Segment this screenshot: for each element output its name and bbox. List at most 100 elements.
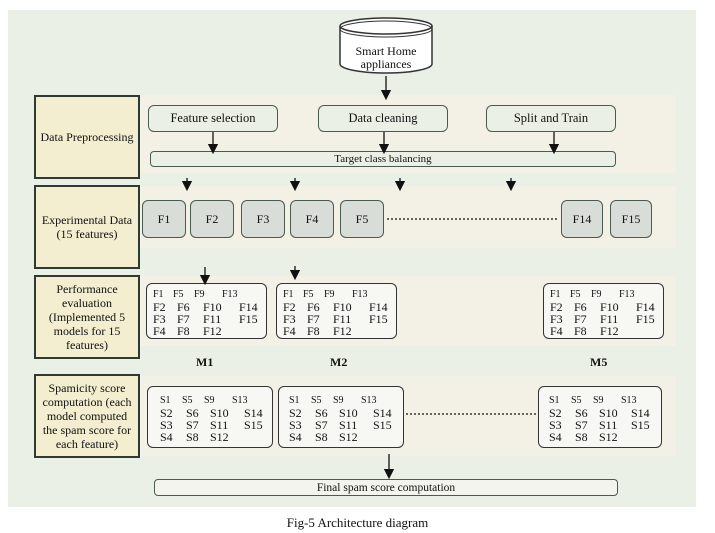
fgrid-m2-r2c4: F14 [369,300,388,314]
row-label-experimental-text: Experimental Data (15 features) [41,213,133,241]
sgrid-m2-r2c1: S2 [289,406,302,420]
sgrid-m2-r3c1: S3 [289,418,302,432]
source-label-text: Smart Home appliances [355,44,417,71]
fgrid-m2-r1c4: F13 [352,289,368,300]
fgrid-m1-r1c3: F9 [194,289,205,300]
row-label-spamicity: Spamicity score computation (each model … [34,374,140,458]
final-spam-score-text: Final spam score computation [316,481,456,494]
sgrid-m5-r1c4: S13 [621,395,637,406]
sgrid-m5-r3c2: S7 [575,418,588,432]
fgrid-m5-r2c4: F14 [636,300,655,314]
final-spam-score-box: Final spam score computation [154,479,618,496]
fgrid-m1-r3c1: F3 [153,312,166,326]
fgrid-m2-r1c2: F5 [303,289,314,300]
sgrid-m1-r1c1: S1 [160,395,171,406]
sgrid-m5-r1c3: S9 [593,395,604,406]
feature-box-f4: F4 [290,200,334,238]
fgrid-m5-r3c1: F3 [550,312,563,326]
row-label-performance: Performance evaluation (Implemented 5 mo… [34,275,140,359]
feature-box-f1: F1 [142,200,186,238]
fgrid-m2-r3c1: F3 [283,312,296,326]
row-label-preprocessing: Data Preprocessing [34,95,140,179]
sgrid-m2-r4c1: S4 [289,430,302,444]
feature-f2-text: F2 [205,211,219,226]
sgrid-m5-r2c2: S6 [575,406,588,420]
fgrid-m2-r1c1: F1 [283,289,294,300]
sgrid-m5-r1c1: S1 [549,395,560,406]
sgrid-m5-r3c3: S11 [599,418,618,432]
data-cleaning-text: Data cleaning [348,111,418,125]
database-icon [339,17,433,74]
feature-selection-text: Feature selection [170,111,256,125]
fgrid-m5-r2c3: F10 [600,300,619,314]
fgrid-m1-r1c4: F13 [222,289,238,300]
fgrid-m1-r2c4: F14 [239,300,258,314]
split-train-text: Split and Train [513,111,589,125]
fgrid-m2-r1c3: F9 [324,289,335,300]
sgrid-m1-r1c3: S9 [204,395,215,406]
fgrid-m1-r1c1: F1 [153,289,164,300]
score-grid-m1: S1 S5 S9 S13 S2 S6 S10 S14 S3 S7 S11 S15… [147,386,273,448]
split-train-box: Split and Train [486,105,616,132]
sgrid-m2-r4c3: S12 [339,430,358,444]
data-cleaning-box: Data cleaning [318,105,448,132]
fgrid-m5-r2c1: F2 [550,300,563,314]
feature-box-f5: F5 [340,200,384,238]
fgrid-m1-r4c3: F12 [203,324,222,338]
sgrid-m2-r2c4: S14 [373,406,392,420]
sgrid-m1-r3c2: S7 [186,418,199,432]
sgrid-m1-r2c1: S2 [160,406,173,420]
sgrid-m1-r4c3: S12 [210,430,229,444]
sgrid-m1-r1c4: S13 [232,395,248,406]
source-label: Smart Home appliances [336,45,436,71]
sgrid-m2-r1c4: S13 [361,395,377,406]
sgrid-m2-r3c3: S11 [339,418,358,432]
feature-selection-box: Feature selection [148,105,278,132]
sgrid-m1-r4c1: S4 [160,430,173,444]
sgrid-m5-r2c3: S10 [599,406,618,420]
fgrid-m1-r1c2: F5 [173,289,184,300]
fgrid-m5-r3c2: F7 [574,312,587,326]
fgrid-m2-r3c4: F15 [369,312,388,326]
score-grid-m5: S1 S5 S9 S13 S2 S6 S10 S14 S3 S7 S11 S15… [538,386,662,448]
fgrid-m5-r1c4: F13 [619,289,635,300]
feature-grid-m5: F1 F5 F9 F13 F2 F6 F10 F14 F3 F7 F11 F15… [543,283,664,339]
sgrid-m2-r1c3: S9 [333,395,344,406]
fgrid-m1-r2c1: F2 [153,300,166,314]
fgrid-m5-r1c1: F1 [550,289,561,300]
feature-f3-text: F3 [256,211,270,226]
feature-f5-text: F5 [355,211,369,226]
fgrid-m5-r1c2: F5 [570,289,581,300]
sgrid-m1-r2c2: S6 [186,406,199,420]
feature-f1-text: F1 [157,211,171,226]
feature-grid-m2: F1 F5 F9 F13 F2 F6 F10 F14 F3 F7 F11 F15… [276,283,397,339]
sgrid-m5-r2c1: S2 [549,406,562,420]
fgrid-m1-r3c3: F11 [203,312,222,326]
row-label-preprocessing-text: Data Preprocessing [40,130,134,144]
model-label-m2: M2 [330,355,348,369]
fgrid-m2-r3c3: F11 [333,312,352,326]
fgrid-m5-r4c1: F4 [550,324,563,338]
fgrid-m2-r2c3: F10 [333,300,352,314]
sgrid-m1-r2c3: S10 [210,406,229,420]
feature-box-f3: F3 [241,200,285,238]
sgrid-m1-r3c1: S3 [160,418,173,432]
figure-caption-text: Fig-5 Architecture diagram [286,515,429,530]
fgrid-m2-r2c1: F2 [283,300,296,314]
model-label-m1: M1 [196,355,214,369]
row-label-experimental: Experimental Data (15 features) [34,185,140,269]
fgrid-m1-r2c2: F6 [177,300,190,314]
fgrid-m5-r1c3: F9 [591,289,602,300]
fgrid-m5-r3c3: F11 [600,312,619,326]
feature-f14-text: F14 [572,211,592,226]
feature-box-f2: F2 [190,200,234,238]
feature-f15-text: F15 [621,211,641,226]
sgrid-m1-r1c2: S5 [182,395,193,406]
sgrid-m5-r2c4: S14 [631,406,650,420]
sgrid-m5-r4c2: S8 [575,430,588,444]
sgrid-m2-r1c2: S5 [311,395,322,406]
sgrid-m2-r1c1: S1 [289,395,300,406]
fgrid-m2-r4c2: F8 [307,324,320,338]
sgrid-m1-r3c4: S15 [244,418,263,432]
feature-grid-m1: F1 F5 F9 F13 F2 F6 F10 F14 F3 F7 F11 F15… [146,283,267,339]
